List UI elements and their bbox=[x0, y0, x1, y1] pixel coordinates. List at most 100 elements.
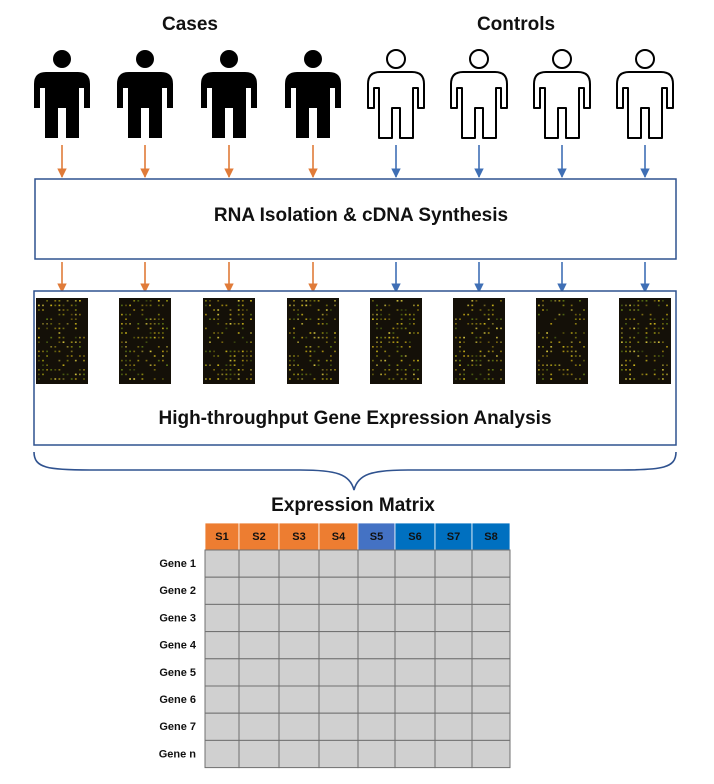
matrix-cell bbox=[471, 712, 511, 741]
matrix-cell bbox=[318, 712, 359, 741]
matrix-cell bbox=[238, 603, 280, 633]
matrix-cell bbox=[434, 658, 473, 687]
matrix-cell bbox=[434, 712, 473, 741]
matrix-column-label: S8 bbox=[484, 531, 497, 543]
matrix-column-label: S2 bbox=[252, 531, 265, 543]
matrix-cell bbox=[278, 658, 320, 687]
matrix-row-label: Gene 4 bbox=[159, 640, 197, 652]
matrix-cell bbox=[394, 576, 436, 605]
matrix-cell bbox=[434, 576, 473, 605]
matrix-column-label: S6 bbox=[408, 531, 421, 543]
matrix-cell bbox=[318, 739, 359, 769]
control-person-1 bbox=[367, 49, 425, 139]
controls-label: Controls bbox=[477, 14, 555, 35]
control-person-4 bbox=[616, 49, 674, 139]
matrix-column-label: S3 bbox=[292, 531, 305, 543]
matrix-cell bbox=[318, 549, 359, 578]
matrix-cell bbox=[394, 712, 436, 741]
matrix-row-label: Gene 1 bbox=[159, 558, 196, 570]
matrix-row-label: Gene 7 bbox=[159, 721, 196, 733]
matrix-cell bbox=[278, 576, 320, 605]
microarray-chip-4 bbox=[287, 298, 339, 384]
matrix-cell bbox=[394, 603, 436, 633]
matrix-row-label: Gene 3 bbox=[159, 612, 196, 624]
matrix-cell bbox=[357, 631, 396, 660]
matrix-cell bbox=[278, 739, 320, 769]
matrix-cell bbox=[471, 631, 511, 660]
matrix-cell bbox=[357, 549, 396, 578]
control-person-3 bbox=[533, 49, 591, 139]
matrix-header-cell bbox=[357, 522, 396, 551]
matrix-cell bbox=[204, 685, 240, 714]
matrix-cell bbox=[357, 576, 396, 605]
matrix-cell bbox=[238, 576, 280, 605]
matrix-cell bbox=[434, 603, 473, 633]
case-person-2 bbox=[117, 50, 173, 138]
matrix-cell bbox=[394, 739, 436, 769]
microarray-chip-3 bbox=[203, 298, 255, 384]
matrix-cell bbox=[471, 658, 511, 687]
microarray-chip-6 bbox=[453, 298, 505, 384]
case-person-1 bbox=[34, 50, 90, 138]
rna-isolation-box bbox=[34, 178, 677, 260]
merge-brace bbox=[33, 451, 677, 491]
matrix-cell bbox=[238, 739, 280, 769]
matrix-cell bbox=[278, 631, 320, 660]
matrix-column-label: S1 bbox=[215, 531, 228, 543]
matrix-cell bbox=[434, 549, 473, 578]
matrix-row-label: Gene n bbox=[159, 748, 197, 760]
matrix-cell bbox=[357, 658, 396, 687]
matrix-cell bbox=[357, 603, 396, 633]
matrix-cell bbox=[471, 603, 511, 633]
matrix-header-cell bbox=[278, 522, 320, 551]
matrix-row-label: Gene 6 bbox=[159, 694, 196, 706]
matrix-column-label: S7 bbox=[447, 531, 460, 543]
matrix-cell bbox=[394, 658, 436, 687]
matrix-cell bbox=[394, 685, 436, 714]
rna-isolation-label: RNA Isolation & cDNA Synthesis bbox=[214, 205, 508, 226]
case-person-4 bbox=[285, 50, 341, 138]
matrix-row-label: Gene 2 bbox=[159, 585, 196, 597]
matrix-row-label: Gene 5 bbox=[159, 667, 196, 679]
matrix-cell bbox=[318, 576, 359, 605]
matrix-cell bbox=[318, 631, 359, 660]
microarray-chip-7 bbox=[536, 298, 588, 384]
expression-analysis-label: High-throughput Gene Expression Analysis bbox=[158, 408, 551, 429]
matrix-cell bbox=[238, 685, 280, 714]
matrix-cell bbox=[204, 739, 240, 769]
matrix-cell bbox=[204, 658, 240, 687]
matrix-cell bbox=[434, 631, 473, 660]
matrix-cell bbox=[357, 685, 396, 714]
microarray-chip-2 bbox=[119, 298, 171, 384]
matrix-cell bbox=[471, 549, 511, 578]
matrix-cell bbox=[318, 658, 359, 687]
matrix-cell bbox=[434, 739, 473, 769]
matrix-cell bbox=[238, 549, 280, 578]
matrix-cell bbox=[204, 549, 240, 578]
microarray-chip-5 bbox=[370, 298, 422, 384]
matrix-column-label: S4 bbox=[332, 531, 346, 543]
microarray-images bbox=[36, 298, 671, 384]
matrix-cell bbox=[204, 712, 240, 741]
matrix-cell bbox=[394, 549, 436, 578]
matrix-cell bbox=[278, 685, 320, 714]
matrix-cell bbox=[278, 603, 320, 633]
microarray-chip-1 bbox=[36, 298, 88, 384]
matrix-header-cell bbox=[471, 522, 511, 551]
matrix-cell bbox=[238, 658, 280, 687]
matrix-cell bbox=[318, 603, 359, 633]
case-person-3 bbox=[201, 50, 257, 138]
matrix-cell bbox=[434, 685, 473, 714]
matrix-cell bbox=[238, 712, 280, 741]
matrix-cell bbox=[357, 712, 396, 741]
matrix-cell bbox=[278, 549, 320, 578]
matrix-column-label: S5 bbox=[370, 531, 383, 543]
matrix-cell bbox=[278, 712, 320, 741]
matrix-cell bbox=[204, 576, 240, 605]
matrix-cell bbox=[471, 576, 511, 605]
matrix-cell bbox=[318, 685, 359, 714]
cases-label: Cases bbox=[162, 14, 218, 35]
microarray-chip-8 bbox=[619, 298, 671, 384]
